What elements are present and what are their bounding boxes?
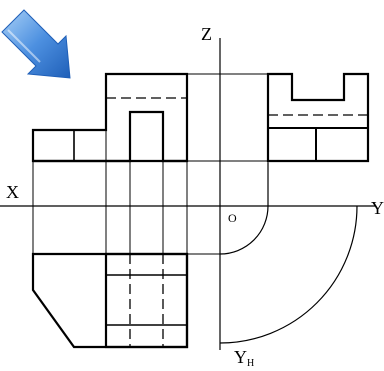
origin-label: O (228, 211, 237, 225)
side-view (266, 72, 370, 163)
front-view (31, 72, 189, 163)
yh-axis-main: Y (234, 347, 247, 367)
x-axis-label: X (6, 182, 19, 202)
axes (0, 38, 375, 350)
yh-axis-label: YH (234, 347, 254, 369)
outer-transfer-arc (219, 205, 358, 344)
projection-lines (32, 73, 269, 255)
yh-axis-sub: H (247, 358, 254, 369)
top-view (31, 252, 189, 349)
projection-arcs (219, 163, 358, 344)
inner-transfer-arc (219, 163, 269, 255)
diagonal-arrow-icon (1, 9, 71, 79)
z-axis-label: Z (201, 24, 212, 44)
yw-axis-label: YW (371, 198, 384, 220)
axis-labels: X Z YW YH O (6, 24, 384, 369)
yw-axis-main: Y (371, 198, 384, 218)
